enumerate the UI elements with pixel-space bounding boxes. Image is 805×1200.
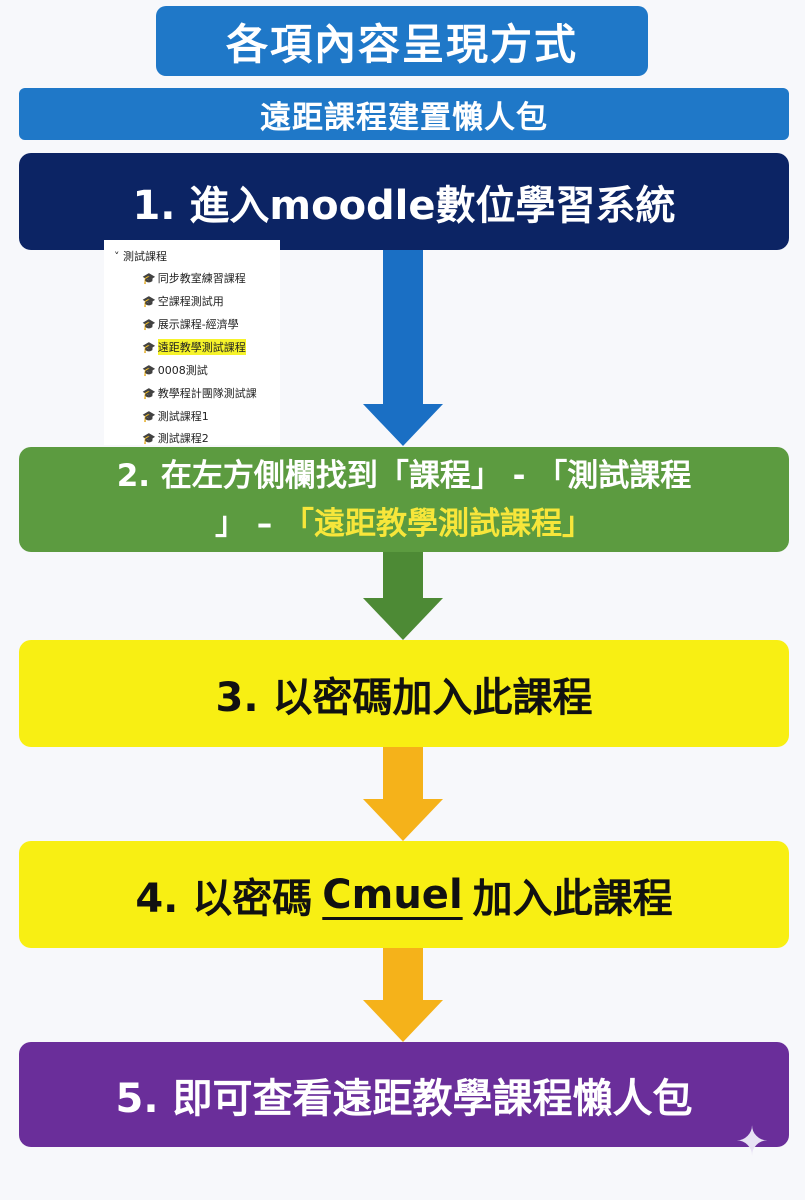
tree-item: 🎓 測試課程2 <box>142 430 209 446</box>
tree-item-label: 測試課程1 <box>157 410 209 423</box>
arrow-orange-shaft <box>383 747 423 801</box>
subtitle-banner: 遠距課程建置懶人包 <box>19 88 789 140</box>
graduation-cap-icon: 🎓 <box>142 431 156 445</box>
graduation-cap-icon: 🎓 <box>142 340 156 354</box>
step-2-box: 2. 在左方側欄找到「課程」 - 「測試課程 」 – 「遠距教學測試課程」 <box>19 447 789 552</box>
arrow-orange-head <box>363 799 443 841</box>
step-5-text: 5. 即可查看遠距教學課程懶人包 <box>115 1075 693 1122</box>
step-4-password: Cmuel <box>322 871 463 918</box>
graduation-cap-icon: 🎓 <box>142 386 156 400</box>
sidebar-course-tree: ˅ 測試課程 🎓 同步教室練習課程 🎓 空課程測試用 🎓 展示課程-經濟學 🎓 … <box>104 240 280 445</box>
step-3-box: 3. 以密碼加入此課程 <box>19 640 789 747</box>
tree-item-label: 測試課程2 <box>157 432 209 445</box>
arrow-orange-head-2 <box>363 1000 443 1042</box>
tree-item-label: 同步教室練習課程 <box>157 272 246 285</box>
step-2-highlight-text: 「遠距教學測試課程」 <box>283 505 594 542</box>
step-5-box: 5. 即可查看遠距教學課程懶人包 <box>19 1042 789 1147</box>
arrow-orange-shaft-2 <box>383 948 423 1002</box>
step-3-text: 3. 以密碼加入此課程 <box>215 674 593 721</box>
graduation-cap-icon: 🎓 <box>142 317 156 331</box>
step-2-line-2: 」 – 「遠距教學測試課程」 <box>215 500 593 548</box>
graduation-cap-icon: 🎓 <box>142 271 156 285</box>
graduation-cap-icon: 🎓 <box>142 409 156 423</box>
tree-item-highlighted: 🎓 遠距教學測試課程 <box>142 339 246 355</box>
graduation-cap-icon: 🎓 <box>142 294 156 308</box>
step-4-box: 4. 以密碼 Cmuel 加入此課程 <box>19 841 789 948</box>
arrow-blue-shaft <box>383 250 423 406</box>
tree-root-label: ˅ 測試課程 <box>114 250 167 263</box>
tree-item: 🎓 同步教室練習課程 <box>142 270 246 286</box>
tree-item-label: 展示課程-經濟學 <box>157 318 239 331</box>
tree-item: 🎓 測試課程1 <box>142 408 209 424</box>
tree-item-label: 遠距教學測試課程 <box>157 339 246 355</box>
arrow-blue-head <box>363 404 443 446</box>
tree-item: 🎓 展示課程-經濟學 <box>142 316 239 332</box>
tree-item-label: 空課程測試用 <box>157 295 224 308</box>
step-2-line-2-prefix: 」 – <box>214 505 284 542</box>
step-4-suffix: 加入此課程 <box>472 875 673 922</box>
tree-item-label: 0008測試 <box>157 364 208 377</box>
tree-item: 🎓 0008測試 <box>142 362 208 378</box>
tree-item-label: 教學程計團隊測試課 <box>157 387 257 400</box>
step-4-prefix: 4. 以密碼 <box>135 875 313 922</box>
page-title: 各項內容呈現方式 <box>156 6 648 76</box>
arrow-green-shaft <box>383 552 423 600</box>
tree-item: 🎓 空課程測試用 <box>142 293 224 309</box>
tree-item: 🎓 教學程計團隊測試課 <box>142 385 257 401</box>
step-1-box: 1. 進入moodle數位學習系統 <box>19 153 789 250</box>
step-2-line-1: 2. 在左方側欄找到「課程」 - 「測試課程 <box>116 457 692 494</box>
sparkle-icon: ✦ <box>735 1119 769 1165</box>
arrow-green-head <box>363 598 443 640</box>
graduation-cap-icon: 🎓 <box>142 363 156 377</box>
step-1-text: 1. 進入moodle數位學習系統 <box>132 182 676 229</box>
